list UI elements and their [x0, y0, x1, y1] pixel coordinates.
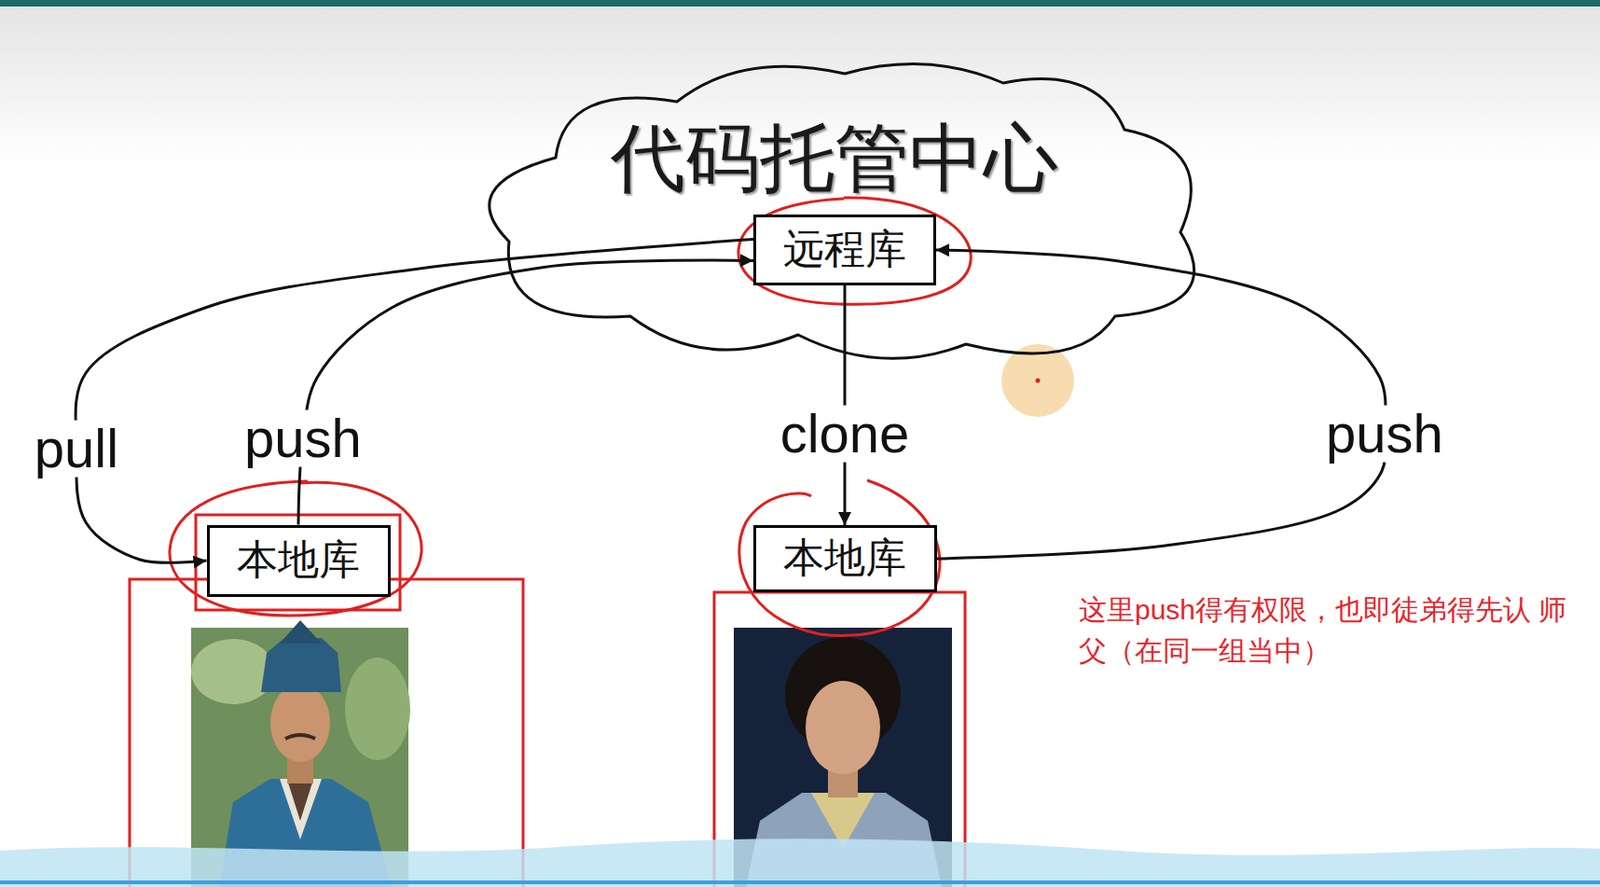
annotation-circle: [169, 481, 422, 616]
wave-line: [0, 880, 1600, 884]
cloud-title: 代码托管中心: [443, 121, 1225, 196]
local-repo-box: 本地库: [753, 524, 938, 593]
local-repo-box: 本地库: [206, 524, 391, 597]
box-label: 本地库: [236, 537, 360, 583]
photo-collar: [287, 779, 314, 821]
photo-face: [805, 680, 881, 774]
annotation-rect: [129, 579, 524, 887]
cloud-outline: [489, 64, 1195, 359]
photo-foliage: [191, 638, 276, 704]
edge-label: clone: [774, 405, 916, 463]
annotation-circle: [739, 480, 940, 636]
box-label: 本地库: [783, 536, 907, 581]
connector-arrow: [936, 249, 1386, 559]
connector-arrow: [298, 260, 754, 525]
photo-hat: [279, 620, 322, 644]
top-bar: [0, 0, 1600, 7]
cloud-shape: [443, 45, 1225, 373]
cloud-region: 代码托管中心远程库: [443, 45, 1225, 373]
connector-arrow: [75, 239, 754, 564]
photo-hair: [801, 660, 884, 696]
annotation-rect: [195, 514, 400, 610]
cursor-dot: [1035, 378, 1041, 384]
wave-strip: [0, 838, 1600, 887]
photo-face: [270, 683, 331, 762]
remote-repo-box: 远程库: [753, 214, 937, 286]
edge-label: push: [1320, 405, 1449, 463]
photo-collar: [279, 778, 322, 840]
box-label: 远程库: [783, 227, 907, 273]
red-annotations: [129, 197, 971, 887]
edge-label: push: [238, 410, 368, 468]
photo-hat: [261, 637, 342, 692]
photo-moustache: [285, 734, 316, 739]
photo-master: [191, 620, 411, 887]
annotation-circle: [738, 197, 971, 304]
cursor-highlight: [1001, 344, 1075, 417]
photo-foliage: [344, 657, 411, 760]
edge-label: pull: [28, 420, 125, 478]
annotation-note: 这里push得有权限，也即徒弟得先认 师父（在同一组当中）: [1078, 589, 1573, 672]
